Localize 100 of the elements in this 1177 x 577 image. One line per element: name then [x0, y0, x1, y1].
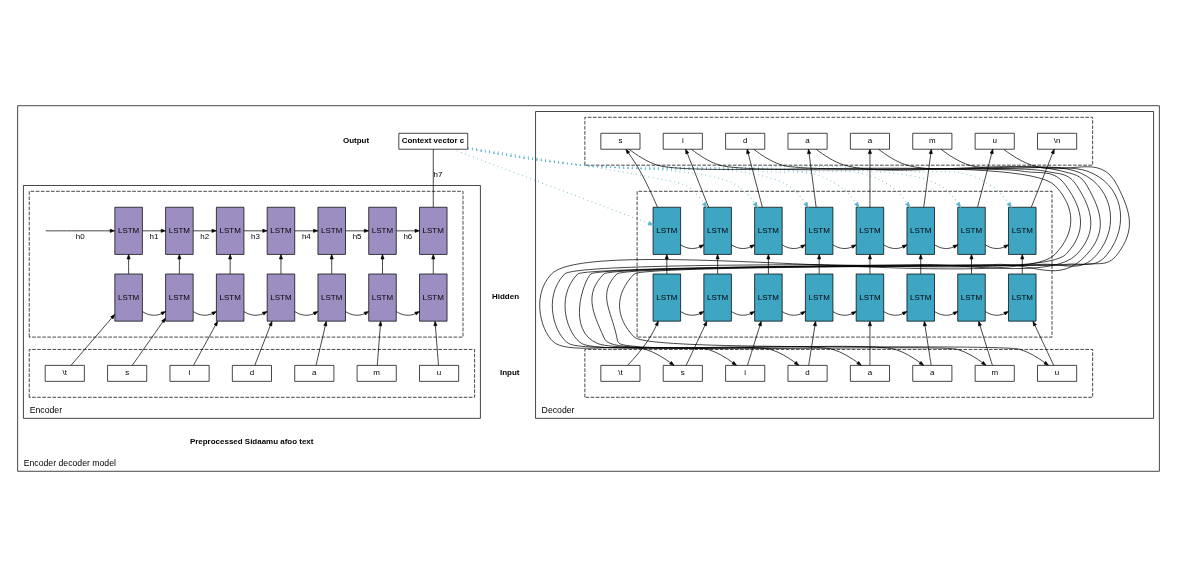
node-box: d — [787, 365, 828, 382]
node-box: LSTM — [317, 273, 346, 322]
cluster — [28, 190, 464, 338]
edge-label: h7 — [433, 170, 443, 180]
node-box: LSTM — [1008, 206, 1037, 255]
arrow — [142, 228, 166, 233]
arrow — [832, 311, 857, 316]
arrow — [832, 244, 857, 249]
label: Input — [500, 367, 520, 377]
arrow — [883, 244, 908, 249]
node-box: LSTM — [216, 206, 245, 255]
arrow — [294, 228, 319, 233]
node-box: LSTM — [368, 273, 397, 322]
arrow — [376, 321, 383, 366]
arrow — [985, 244, 1009, 249]
edge-label: h2 — [200, 232, 210, 242]
node-box: LSTM — [317, 206, 346, 255]
node-box: m — [912, 132, 953, 150]
node-box: LSTM — [266, 273, 296, 322]
cluster — [28, 349, 475, 398]
node-box: i — [725, 365, 766, 382]
edge-label: h4 — [301, 232, 311, 242]
node-box: LSTM — [805, 273, 834, 322]
label: Output — [342, 135, 370, 145]
arrow — [228, 254, 233, 275]
arrow — [715, 254, 720, 275]
arrow — [452, 148, 655, 226]
arrow — [1020, 254, 1025, 275]
arrow — [766, 254, 771, 275]
arrow — [680, 244, 705, 249]
arrow — [433, 321, 439, 366]
arrow — [627, 320, 659, 366]
node-box: LSTM — [754, 273, 783, 322]
arrow — [977, 148, 994, 208]
node-box: LSTM — [957, 206, 986, 255]
arrow — [192, 311, 217, 316]
arrow — [883, 311, 908, 316]
arrow — [923, 321, 932, 366]
node-box: d — [725, 132, 766, 150]
arrow — [193, 321, 218, 366]
node-box: LSTM — [906, 273, 935, 322]
node-box: LSTM — [805, 206, 834, 255]
cluster — [584, 349, 1093, 398]
arrow — [746, 148, 763, 208]
edge-label: h6 — [403, 232, 413, 242]
connector — [432, 148, 434, 208]
node-box: LSTM — [216, 273, 245, 322]
node-box: m — [974, 365, 1015, 382]
arrow — [345, 311, 370, 316]
arrow — [70, 314, 116, 366]
arrow — [1032, 321, 1054, 366]
arrow — [254, 321, 273, 366]
arrow — [396, 228, 420, 233]
node-box: a — [850, 365, 890, 382]
node-box: d — [231, 365, 272, 382]
node-box: LSTM — [1008, 273, 1037, 322]
arrow — [969, 254, 974, 275]
cluster — [584, 116, 1093, 166]
arrow — [243, 228, 268, 233]
node-box: LSTM — [419, 273, 448, 322]
arrow — [680, 311, 705, 316]
arrow — [685, 321, 708, 366]
arrow — [132, 317, 166, 366]
arrow — [329, 254, 334, 275]
arrow — [868, 321, 872, 366]
arrow — [923, 148, 933, 208]
node-box: LSTM — [114, 206, 143, 255]
node-box: LSTM — [114, 273, 143, 322]
node-box: LSTM — [165, 273, 194, 322]
arrow — [192, 228, 217, 233]
arrow — [279, 254, 283, 275]
node-box: s — [662, 365, 703, 382]
node-box: i — [662, 132, 703, 150]
node-box: LSTM — [419, 206, 448, 255]
arrow — [177, 254, 182, 275]
node-box: s — [107, 365, 148, 382]
arrow — [345, 228, 369, 233]
node-box: \t — [600, 365, 641, 382]
arrow — [431, 254, 436, 275]
arrow — [45, 228, 115, 233]
label: Hidden — [492, 291, 520, 301]
arrow — [625, 149, 658, 208]
arrow — [747, 321, 762, 366]
arrow — [934, 311, 959, 316]
node-box: u — [1037, 365, 1078, 382]
arrow — [868, 148, 872, 208]
node-box: LSTM — [906, 206, 935, 255]
node-box: u — [419, 365, 460, 382]
node-box: a — [294, 365, 335, 382]
arrow — [985, 311, 1009, 316]
arrow — [664, 254, 669, 275]
arrow — [1030, 148, 1055, 208]
arrow — [731, 311, 755, 316]
node-box: LSTM — [165, 206, 194, 255]
node-box: LSTM — [957, 273, 986, 322]
arrow — [126, 254, 131, 275]
node-box: LSTM — [652, 206, 681, 255]
arrow — [808, 321, 817, 366]
arrow — [781, 311, 806, 316]
arrow — [868, 254, 872, 275]
